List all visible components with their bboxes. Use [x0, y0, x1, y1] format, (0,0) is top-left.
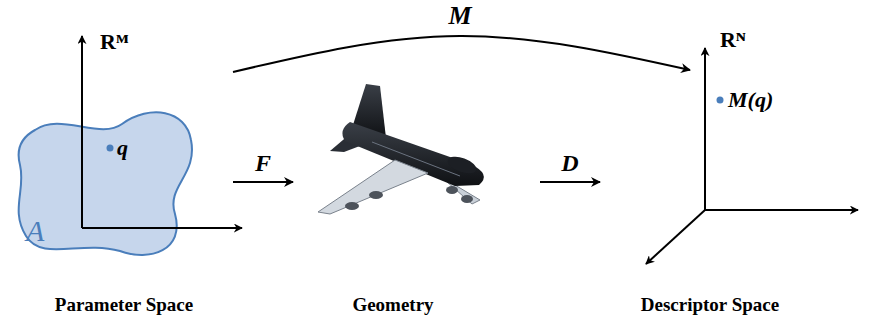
z-axis [646, 210, 705, 264]
descriptor-point [717, 97, 724, 104]
mapping-label: M [446, 2, 473, 31]
mapping-arrow [233, 36, 690, 72]
x-axis [82, 227, 242, 229]
parameter-region [19, 112, 192, 255]
geometry: Geometry [293, 60, 540, 320]
mapping-arrow [233, 181, 293, 183]
descriptor-space: RᴺM(q)Descriptor Space [600, 70, 865, 320]
mapping-arrow [540, 181, 600, 183]
y-axis [704, 48, 706, 210]
airplane [318, 84, 484, 214]
mapping-label: F [253, 150, 273, 176]
region-label: A [26, 214, 44, 247]
axis-label: Rᴹ [100, 30, 129, 54]
panel-caption: Descriptor Space [600, 295, 820, 316]
axis-label: Rᴺ [720, 28, 746, 52]
panel-caption: Parameter Space [15, 295, 233, 316]
parameter-point [107, 145, 114, 152]
point-label: M(q) [728, 88, 773, 112]
parameter-space: Rᴹ qA Parameter Space [15, 30, 233, 325]
mapping-label: D [559, 150, 580, 176]
x-axis [705, 209, 858, 211]
panel-caption: Geometry [293, 295, 493, 316]
y-axis [81, 36, 83, 228]
point-label: q [117, 136, 128, 160]
